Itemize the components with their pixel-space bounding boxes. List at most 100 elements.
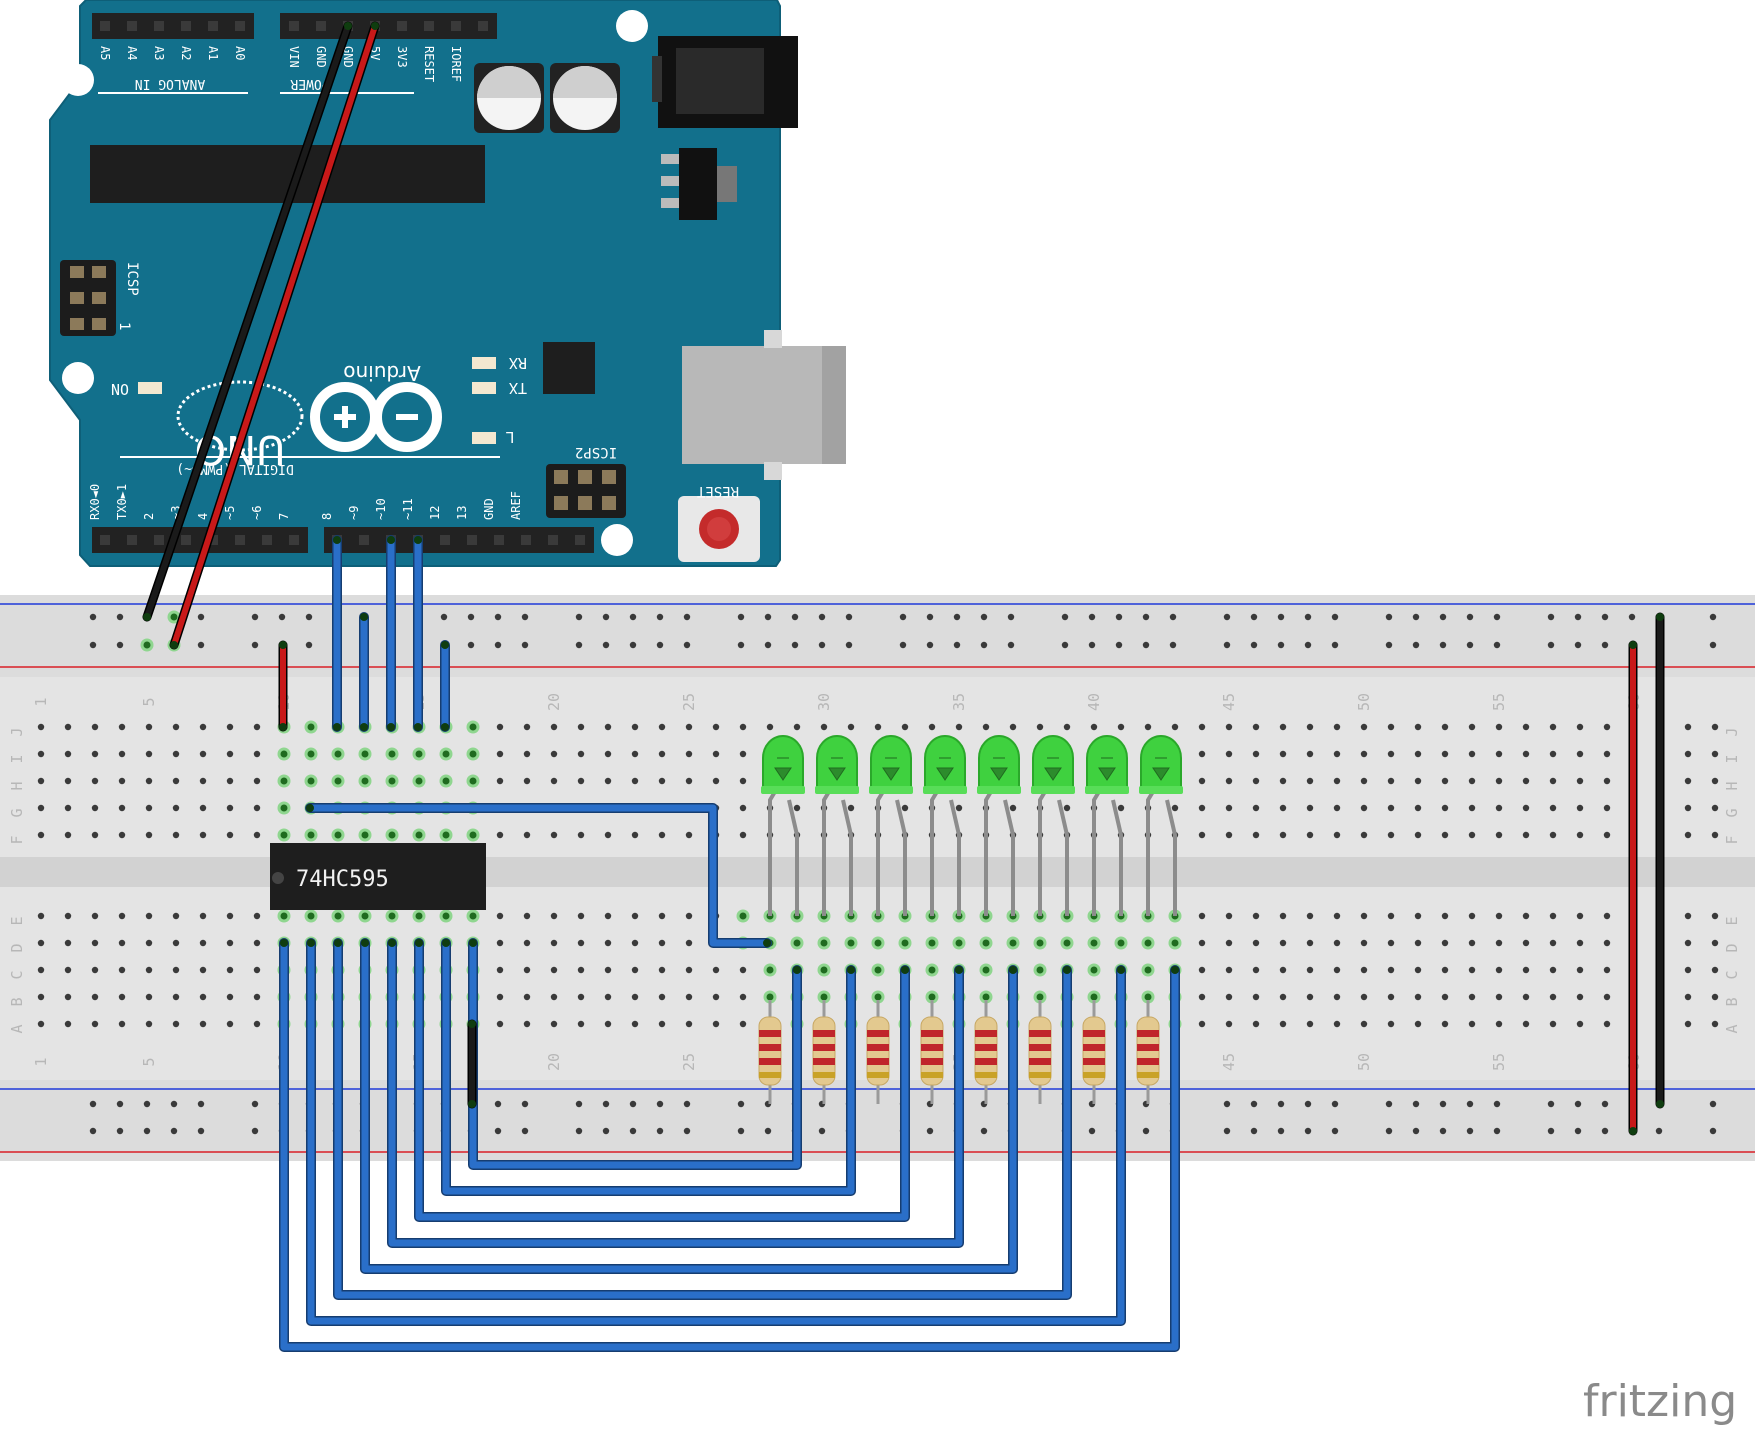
- breadboard-hole: [91, 912, 99, 920]
- breadboard-hole: [1090, 993, 1098, 1001]
- breadboard-hole: [820, 966, 828, 974]
- breadboard-hole: [1115, 613, 1123, 621]
- breadboard-hole: [280, 750, 288, 758]
- breadboard-hole: [685, 966, 693, 974]
- breadboard-hole: [1684, 993, 1692, 1001]
- breadboard-hole: [577, 750, 585, 758]
- breadboard-hole: [37, 723, 45, 731]
- breadboard-hole: [1412, 613, 1420, 621]
- breadboard-hole: [1468, 804, 1476, 812]
- header-pin: [154, 535, 164, 545]
- row-letter: E: [1723, 916, 1741, 925]
- breadboard-hole: [307, 777, 315, 785]
- pin-label: TX0►1: [115, 484, 129, 520]
- breadboard-hole: [91, 939, 99, 947]
- breadboard-hole: [1711, 750, 1719, 758]
- breadboard-hole: [197, 1100, 205, 1108]
- breadboard-hole: [1331, 641, 1339, 649]
- row-letter: D: [1723, 943, 1741, 952]
- pin-label: GND: [482, 498, 496, 520]
- pin-label: A3: [152, 46, 166, 60]
- breadboard-hole: [1522, 804, 1530, 812]
- breadboard-hole: [1198, 804, 1206, 812]
- wire-ic-output-2: [307, 939, 1125, 1325]
- header-pin: [235, 535, 245, 545]
- breadboard-hole: [172, 993, 180, 1001]
- mounting-hole: [62, 362, 94, 394]
- breadboard-hole: [361, 831, 369, 839]
- breadboard-hole: [496, 1020, 504, 1028]
- breadboard-hole: [604, 966, 612, 974]
- pin-label: VIN: [287, 46, 301, 68]
- breadboard-hole: [1549, 939, 1557, 947]
- breadboard-hole: [1576, 993, 1584, 1001]
- pin-label: AREF: [509, 491, 523, 520]
- breadboard-hole: [739, 777, 747, 785]
- breadboard-hole: [874, 939, 882, 947]
- header-pin: [316, 21, 326, 31]
- breadboard-hole: [442, 831, 450, 839]
- breadboard-hole: [197, 641, 205, 649]
- header-pin: [478, 21, 488, 31]
- breadboard-hole: [467, 641, 475, 649]
- column-number: 20: [545, 1053, 563, 1071]
- pin-label: A2: [179, 46, 193, 60]
- breadboard-hole: [1387, 939, 1395, 947]
- breadboard-hole: [631, 912, 639, 920]
- breadboard-hole: [1709, 1100, 1717, 1108]
- breadboard-hole: [37, 804, 45, 812]
- breadboard-hole: [1252, 966, 1260, 974]
- breadboard-hole: [1171, 723, 1179, 731]
- green-led: [1085, 735, 1129, 916]
- breadboard-hole: [116, 613, 124, 621]
- breadboard-hole: [656, 641, 664, 649]
- breadboard-hole: [818, 1127, 826, 1135]
- reset-button[interactable]: [678, 496, 760, 562]
- row-letter: A: [8, 1024, 26, 1033]
- column-number: 5: [140, 697, 158, 706]
- breadboard-hole: [116, 1127, 124, 1135]
- breadboard-hole: [1549, 723, 1557, 731]
- breadboard-hole: [712, 993, 720, 1001]
- breadboard-hole: [334, 912, 342, 920]
- breadboard-hole: [550, 777, 558, 785]
- breadboard-hole: [494, 1127, 502, 1135]
- breadboard-hole: [1306, 993, 1314, 1001]
- breadboard-hole: [1225, 966, 1233, 974]
- breadboard-hole: [1036, 966, 1044, 974]
- breadboard-hole: [1306, 1020, 1314, 1028]
- row-letter: H: [8, 781, 26, 790]
- breadboard-hole: [1198, 912, 1206, 920]
- usb-b-connector: [682, 330, 846, 480]
- row-letter: C: [8, 970, 26, 979]
- breadboard-hole: [1495, 750, 1503, 758]
- breadboard-hole: [629, 1100, 637, 1108]
- breadboard-hole: [1547, 613, 1555, 621]
- breadboard-hole: [575, 613, 583, 621]
- breadboard-hole: [685, 777, 693, 785]
- breadboard-hole: [253, 804, 261, 812]
- breadboard-hole: [64, 804, 72, 812]
- breadboard-hole: [739, 831, 747, 839]
- breadboard-hole: [361, 777, 369, 785]
- breadboard-hole: [685, 723, 693, 731]
- column-number: 55: [1490, 1053, 1508, 1071]
- breadboard-hole: [496, 777, 504, 785]
- breadboard-hole: [683, 613, 691, 621]
- breadboard-hole: [1063, 804, 1071, 812]
- breadboard-hole: [251, 1100, 259, 1108]
- breadboard-hole: [928, 993, 936, 1001]
- breadboard-hole: [118, 804, 126, 812]
- breadboard-hole: [1252, 1020, 1260, 1028]
- breadboard-hole: [278, 613, 286, 621]
- breadboard-hole: [982, 966, 990, 974]
- voltage-regulator: [661, 148, 737, 220]
- breadboard-hole: [145, 993, 153, 1001]
- breadboard-hole: [1306, 777, 1314, 785]
- breadboard-hole: [1522, 777, 1530, 785]
- breadboard-hole: [1468, 723, 1476, 731]
- breadboard-hole: [1495, 912, 1503, 920]
- breadboard-hole: [874, 993, 882, 1001]
- breadboard-hole: [496, 939, 504, 947]
